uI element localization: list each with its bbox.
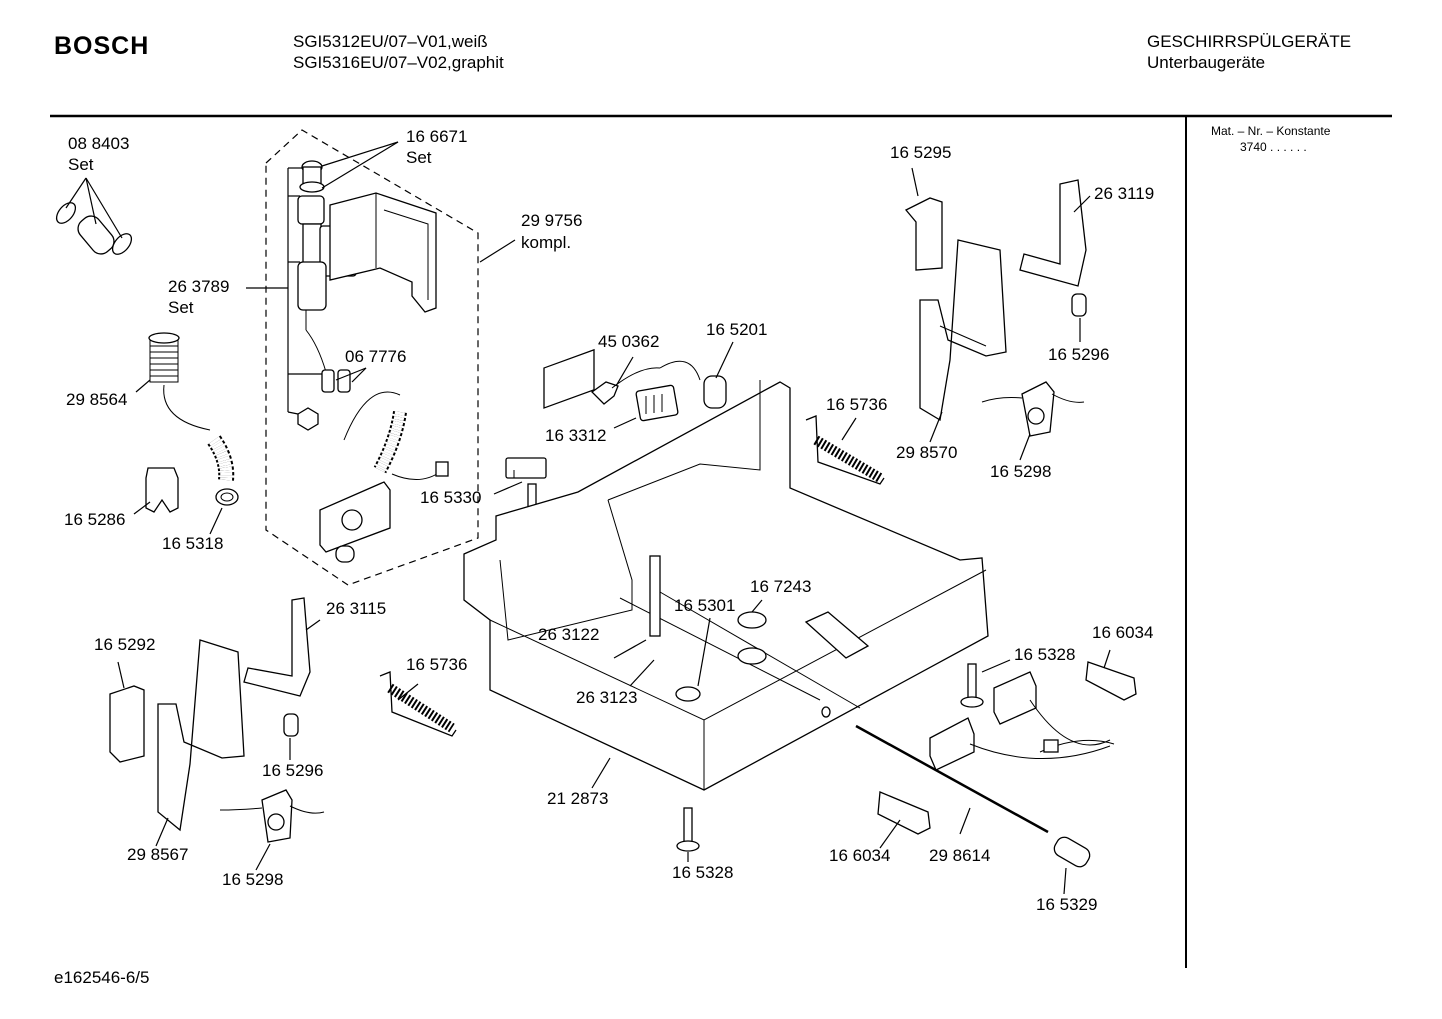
part-label: 26 3115 (326, 599, 387, 618)
part-label: 08 8403 (68, 134, 130, 153)
corrugated-hose-icon (343, 391, 449, 480)
part-label: Set (68, 155, 94, 174)
switch-icon (505, 457, 547, 479)
category-line-2: Unterbaugeräte (1147, 53, 1266, 72)
bracket-26-3115-icon (243, 597, 311, 697)
part-label: 16 6034 (829, 846, 891, 865)
wire-harness-icon (590, 360, 727, 422)
part-label: 16 5330 (420, 488, 482, 507)
part-label: Set (406, 148, 432, 167)
door-hinge-panel-left-icon (157, 639, 245, 832)
rod-icon (855, 724, 1049, 834)
category-line-1: GESCHIRRSPÜLGERÄTE (1147, 32, 1352, 51)
float-switch-left-icon (379, 671, 457, 737)
part-label: 16 5328 (672, 863, 734, 882)
door-hinge-panel-icon (919, 239, 1007, 422)
wiring-loom-icon (929, 671, 1115, 771)
hose-clamp-set-icon (55, 202, 133, 255)
part-label: 26 3122 (538, 625, 600, 644)
side-panel-title: Mat. – Nr. – Konstante (1211, 124, 1331, 138)
part-label: 16 5296 (262, 761, 324, 780)
part-label: 16 5286 (64, 510, 126, 529)
part-label: 16 5736 (406, 655, 468, 674)
model-line-2: SGI5316EU/07–V02,graphit (293, 53, 504, 72)
clip-16-5296-top-icon (1071, 293, 1087, 317)
valve-cover-icon (329, 192, 437, 313)
brand-logo: BOSCH (54, 32, 150, 60)
terminal-16-6034-bottom-icon (877, 791, 931, 835)
float-switch-right-icon (805, 415, 885, 485)
part-label: 16 5736 (826, 395, 888, 414)
document-id: e162546-6/5 (54, 968, 150, 987)
part-label: 45 0362 (598, 332, 660, 351)
part-label: 16 5298 (222, 870, 284, 889)
part-label: 06 7776 (345, 347, 407, 366)
base-frame-icon (463, 348, 989, 791)
part-label: 29 8567 (127, 845, 189, 864)
screw-16-5328-bottom-icon (676, 807, 700, 852)
part-label: 16 5329 (1036, 895, 1098, 914)
sensor-plate-icon (319, 481, 391, 563)
part-label: 29 8564 (66, 390, 128, 409)
connector-16-5328-right-icon (960, 663, 984, 708)
part-label: 16 5328 (1014, 645, 1076, 664)
part-label: 26 3119 (1094, 184, 1155, 203)
drain-hose-icon (207, 435, 239, 506)
side-panel-value: 3740 . . . . . . (1240, 140, 1307, 154)
part-label: 16 5292 (94, 635, 156, 654)
part-label: 29 8570 (896, 443, 958, 462)
hinge-sensor-bottom-icon (219, 789, 325, 843)
clip-16-5296-bottom-icon (283, 713, 299, 737)
part-label: Set (168, 298, 194, 317)
hose-nut-icon (297, 407, 319, 431)
part-label: kompl. (521, 233, 572, 252)
bracket-26-3119-icon (1019, 179, 1087, 287)
part-label: 26 3789 (168, 277, 230, 296)
part-label: 16 6671 (406, 127, 468, 146)
part-label: 29 9756 (521, 211, 583, 230)
terminal-16-6034-right-icon (1085, 661, 1137, 701)
part-label: 16 7243 (750, 577, 812, 596)
part-label: 29 8614 (929, 846, 991, 865)
part-label: 16 5295 (890, 143, 952, 162)
part-label: 16 3312 (545, 426, 607, 445)
bracket-top-icon (904, 197, 943, 271)
foot-16-5329-icon (1053, 836, 1091, 868)
part-label: 16 5296 (1048, 345, 1110, 364)
part-label: 16 5298 (990, 462, 1052, 481)
part-label: 16 5301 (674, 596, 736, 615)
bracket-top-left-icon (109, 685, 145, 763)
spring-icon (148, 332, 211, 431)
part-label: 16 5318 (162, 534, 224, 553)
hose-holder-icon (145, 467, 179, 513)
hinge-sensor-top-icon (981, 381, 1085, 437)
part-label: 16 5201 (706, 320, 768, 339)
part-label: 26 3123 (576, 688, 638, 707)
part-label: 21 2873 (547, 789, 609, 808)
part-label: 16 6034 (1092, 623, 1154, 642)
leader-lines (65, 141, 1111, 895)
model-line-1: SGI5312EU/07–V01,weiß (293, 32, 488, 51)
clip-icon (321, 369, 351, 393)
water-valve-assembly-frame (265, 129, 479, 586)
